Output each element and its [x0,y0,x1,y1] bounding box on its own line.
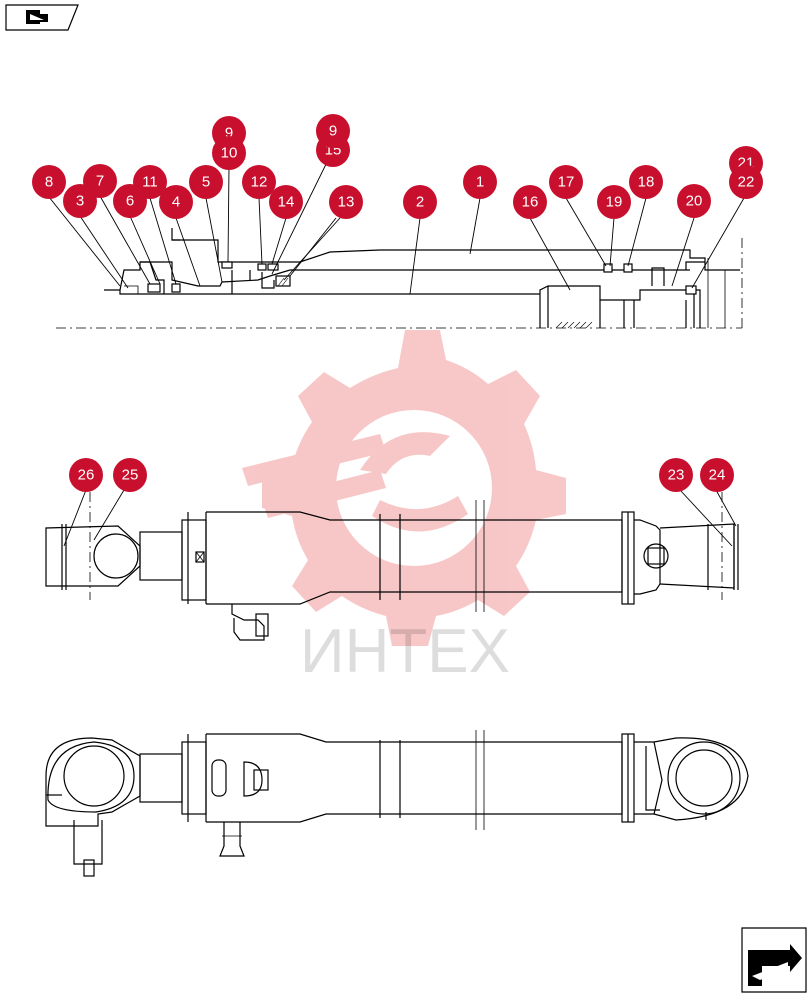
side-leader-lines [63,489,737,547]
callout-3[interactable]: 3 [63,184,97,218]
next-button[interactable] [741,927,807,993]
svg-text:8: 8 [45,174,53,191]
svg-text:5: 5 [202,174,210,191]
callout-19[interactable]: 19 [597,185,631,219]
callout-14[interactable]: 14 [269,185,303,219]
svg-text:14: 14 [278,194,295,211]
callout-24[interactable]: 24 [700,458,734,492]
callout-9[interactable]: 9 [316,114,350,148]
svg-text:4: 4 [172,194,180,211]
svg-text:6: 6 [126,193,134,210]
svg-text:22: 22 [738,174,755,191]
callout-17[interactable]: 17 [549,165,583,199]
svg-text:7: 7 [96,173,104,190]
back-button[interactable] [5,4,79,31]
leader-lines [48,149,745,295]
svg-text:18: 18 [638,174,655,191]
svg-text:23: 23 [668,467,685,484]
svg-text:13: 13 [338,194,355,211]
svg-text:17: 17 [558,174,575,191]
callout-22[interactable]: 22 [729,165,763,199]
callout-23[interactable]: 23 [659,458,693,492]
svg-text:11: 11 [142,174,158,191]
svg-text:10: 10 [221,145,238,162]
watermark-gear-logo [242,330,566,646]
callout-12[interactable]: 12 [242,165,276,199]
section-view [56,228,743,329]
callout-1[interactable]: 1 [463,165,497,199]
callout-2[interactable]: 2 [403,185,437,219]
svg-text:9: 9 [225,125,233,142]
svg-text:19: 19 [606,194,623,211]
callout-26[interactable]: 26 [69,458,103,492]
top-view [45,730,749,877]
callout-10[interactable]: 10 [212,136,246,170]
svg-text:24: 24 [709,467,726,484]
callout-20[interactable]: 20 [677,184,711,218]
next-arrow-icon [748,944,802,986]
back-arrow-icon [26,10,48,24]
svg-text:25: 25 [122,467,139,484]
svg-text:1: 1 [476,174,484,191]
svg-text:9: 9 [329,123,337,140]
svg-text:12: 12 [251,174,268,191]
side-view [45,492,739,641]
svg-text:26: 26 [78,467,95,484]
callout-6[interactable]: 6 [113,184,147,218]
svg-text:3: 3 [76,193,84,210]
watermark-text: ИНТЕХ [300,617,510,686]
svg-text:2: 2 [416,194,424,211]
callout-25[interactable]: 25 [113,458,147,492]
callout-8[interactable]: 8 [32,165,66,199]
svg-text:16: 16 [522,194,539,211]
callout-13[interactable]: 13 [329,185,363,219]
callout-4[interactable]: 4 [159,185,193,219]
callout-5[interactable]: 5 [189,165,223,199]
callout-18[interactable]: 18 [629,165,663,199]
callout-16[interactable]: 16 [513,185,547,219]
svg-text:20: 20 [686,193,703,210]
